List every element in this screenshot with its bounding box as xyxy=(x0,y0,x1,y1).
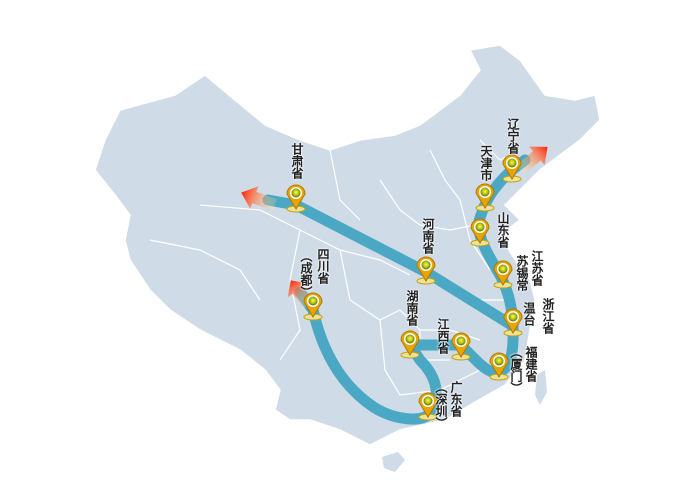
label-gansu: 甘肃省 xyxy=(290,143,304,179)
arrow-gansu xyxy=(241,186,278,211)
pin-henan-icon[interactable] xyxy=(416,256,440,285)
pin-liaoning-icon[interactable] xyxy=(502,154,526,183)
label-sichuan: 四川省 xyxy=(316,248,330,284)
pin-hunan-icon[interactable] xyxy=(400,330,424,359)
label-jiangxi: 江西省 xyxy=(436,318,450,354)
label-tianjin: 天津市 xyxy=(479,145,493,181)
pin-gansu-icon[interactable] xyxy=(286,184,310,213)
label-guangdong: 广东省 xyxy=(449,381,463,417)
label-liaoning: 辽宁省 xyxy=(506,118,520,154)
label-fujian: 福建省 xyxy=(524,346,538,382)
pin-fujian-icon[interactable] xyxy=(489,352,513,381)
taiwan xyxy=(535,370,547,405)
label-jiangsu: 江苏省 xyxy=(530,250,544,286)
route-gansu-henan-zhejiang xyxy=(262,194,519,332)
sublabel-guangdong: （深圳） xyxy=(434,381,448,429)
sublabel-zhejiang: 温台 xyxy=(522,302,536,326)
pin-guangdong-icon[interactable] xyxy=(418,392,442,421)
pin-sichuan-icon[interactable] xyxy=(303,292,327,321)
hainan xyxy=(382,452,405,472)
pin-zhejiang-icon[interactable] xyxy=(503,308,527,337)
label-hunan: 湖南省 xyxy=(405,290,419,326)
label-zhejiang: 浙江省 xyxy=(541,298,555,334)
label-henan: 河南省 xyxy=(421,218,435,254)
pin-tianjin-icon[interactable] xyxy=(475,183,499,212)
sublabel-sichuan: （成都） xyxy=(299,250,313,298)
sublabel-fujian: （厦门） xyxy=(509,346,523,394)
label-shandong: 山东省 xyxy=(496,212,510,248)
sublabel-jiangsu: 苏锡常 xyxy=(515,255,529,291)
pin-jiangxi-icon[interactable] xyxy=(451,332,475,361)
arrow-liaoning xyxy=(516,146,548,175)
pin-shandong-icon[interactable] xyxy=(470,218,494,247)
pin-jiangsu-icon[interactable] xyxy=(493,260,517,289)
china-landmass xyxy=(94,44,601,446)
